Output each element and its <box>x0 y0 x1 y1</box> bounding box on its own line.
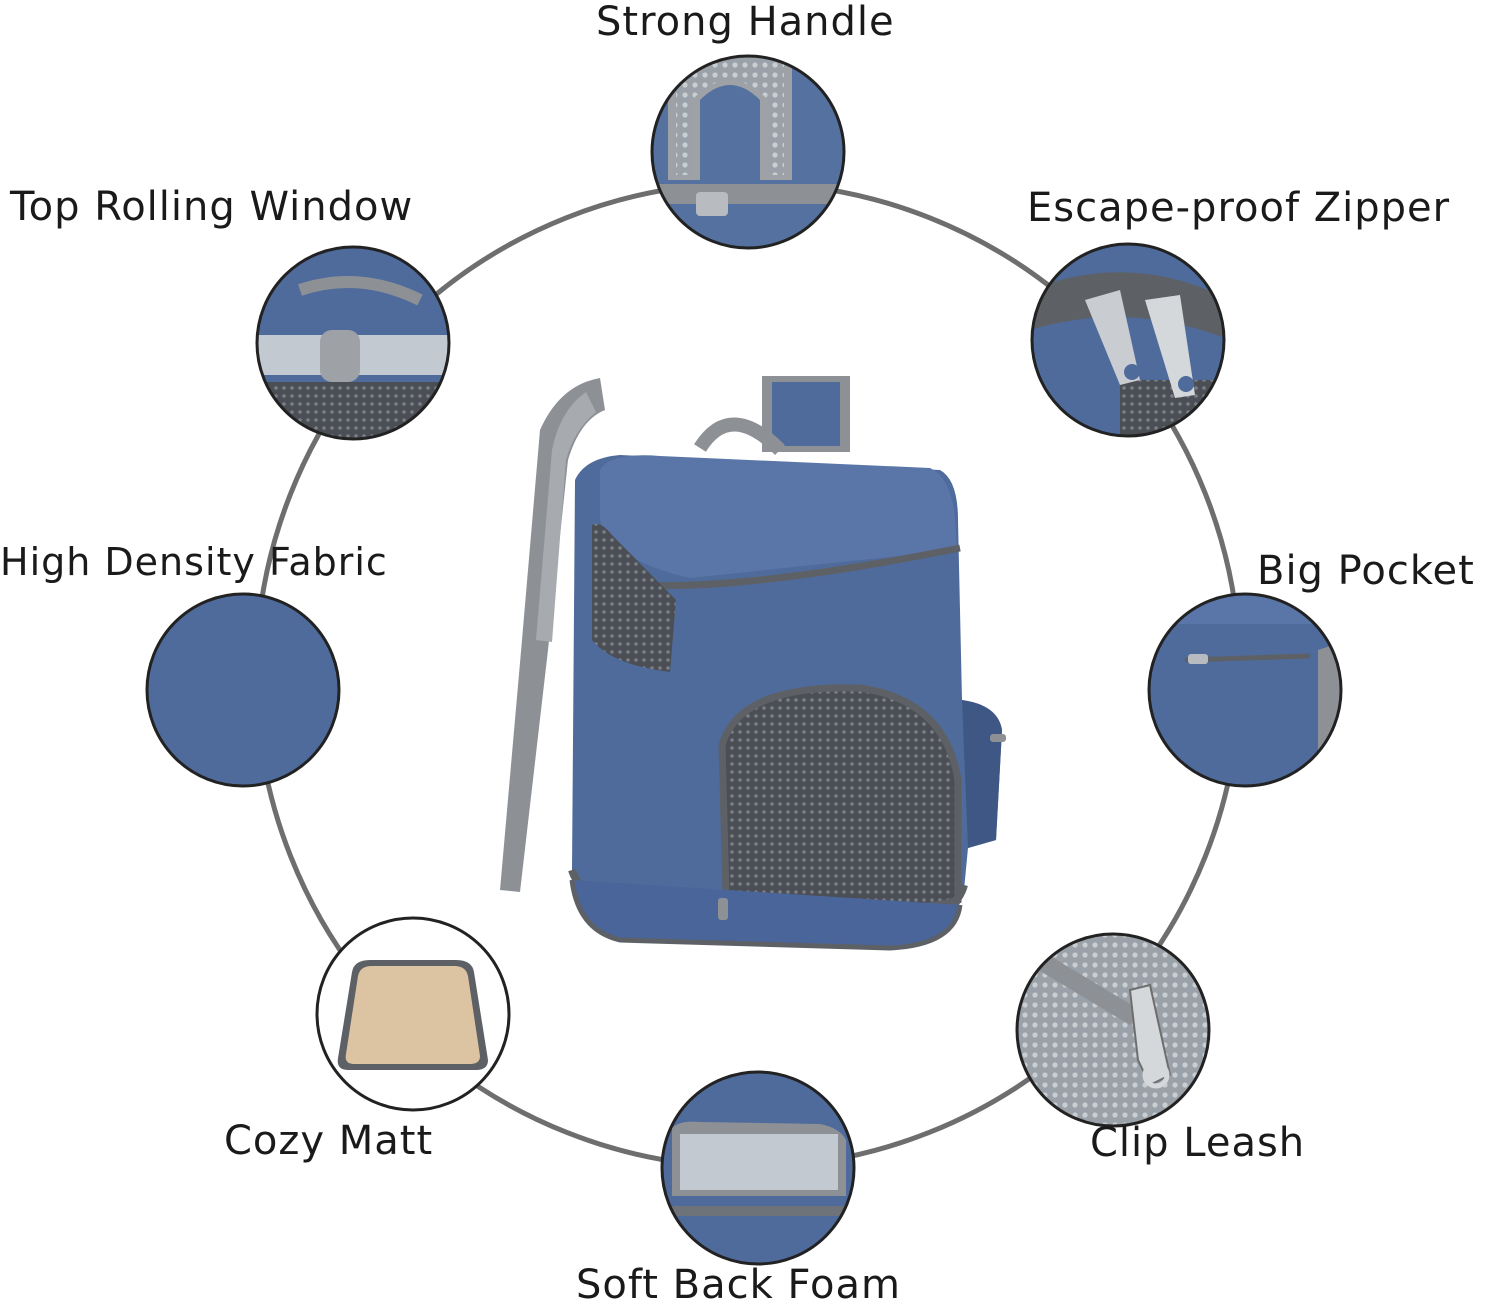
feature-image-cozy-matt <box>315 916 511 1112</box>
label-top-rolling-window: Top Rolling Window <box>10 184 414 230</box>
label-cozy-matt: Cozy Matt <box>224 1118 434 1164</box>
feature-image-escape-proof-zipper <box>1030 242 1226 438</box>
feature-image-big-pocket <box>1147 592 1343 788</box>
feature-image-strong-handle <box>650 54 846 250</box>
feature-image-high-density-fabric <box>145 592 341 788</box>
label-strong-handle: Strong Handle <box>596 0 895 45</box>
label-clip-leash: Clip Leash <box>1090 1120 1306 1166</box>
label-soft-back-foam: Soft Back Foam <box>576 1262 901 1308</box>
label-escape-proof-zipper: Escape-proof Zipper <box>1027 185 1451 231</box>
feature-image-soft-back-foam <box>660 1070 856 1266</box>
label-big-pocket: Big Pocket <box>1257 548 1475 594</box>
feature-image-clip-leash <box>1015 932 1211 1128</box>
backpack-main-image <box>500 376 1006 951</box>
label-high-density-fabric: High Density Fabric <box>0 540 388 584</box>
feature-image-top-rolling-window <box>255 245 451 441</box>
